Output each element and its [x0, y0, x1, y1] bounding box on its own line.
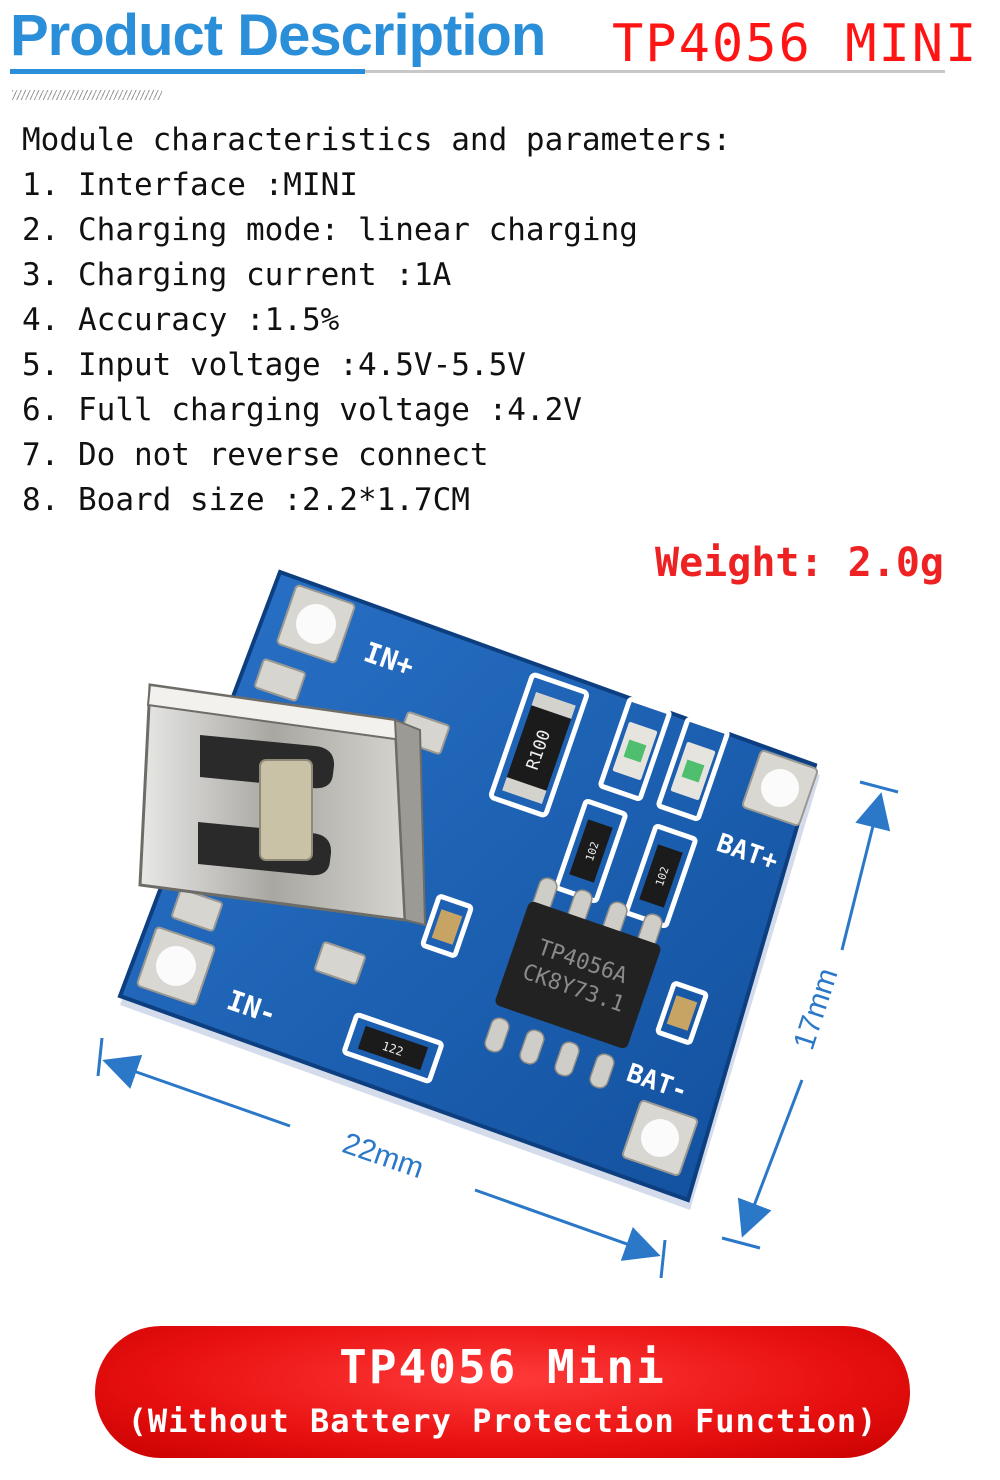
- spec-item: 3. Charging current :1A: [22, 257, 452, 293]
- spec-heading: Module characteristics and parameters:: [22, 122, 732, 158]
- footer-title: TP4056 Mini: [339, 1340, 666, 1394]
- smd-marking-b: 102: [653, 865, 672, 888]
- smd-resistor-b: 102: [639, 844, 683, 908]
- silkscreen-outlines: [342, 672, 730, 1084]
- board-illustration: R100 102 102 122 TP4: [96, 569, 899, 1279]
- dimension-height: [721, 780, 899, 1250]
- product-code: TP4056 MINI: [612, 14, 979, 74]
- smd-resistor-c: 122: [357, 1025, 429, 1071]
- footer-banner: TP4056 Mini (Without Battery Protection …: [95, 1326, 910, 1458]
- spec-item: 5. Input voltage :4.5V-5.5V: [22, 347, 526, 383]
- spec-item: 2. Charging mode: linear charging: [22, 212, 638, 248]
- smd-marking-c: 122: [380, 1039, 405, 1059]
- spec-item: 6. Full charging voltage :4.2V: [22, 392, 582, 428]
- mini-usb-connector: [138, 658, 450, 985]
- footer-subtitle: (Without Battery Protection Function): [127, 1402, 878, 1440]
- smd-resistor-a: 102: [569, 819, 613, 883]
- smd-marking-a: 102: [583, 840, 602, 863]
- page-title: Product Description: [10, 3, 546, 68]
- dimension-height-label: 17mm: [787, 964, 844, 1053]
- header-divider-accent: [10, 69, 365, 74]
- spec-item: 1. Interface :MINI: [22, 167, 358, 203]
- header-divider: [10, 70, 945, 73]
- spec-list: Module characteristics and parameters: 1…: [22, 118, 731, 523]
- dimension-width: [96, 1037, 667, 1279]
- ic-chip: TP4056A CK8Y73.1: [484, 877, 663, 1089]
- weight-label: Weight: 2.0g: [655, 540, 944, 586]
- mounting-pad-in-minus: [136, 926, 216, 1006]
- mounting-pad-bat-minus: [621, 1099, 699, 1177]
- smd-capacitors: [431, 909, 698, 1031]
- spec-item: 8. Board size :2.2*1.7CM: [22, 482, 470, 518]
- spec-item: 4. Accuracy :1.5%: [22, 302, 340, 338]
- mounting-pad-in-plus: [276, 584, 356, 664]
- mounting-pad-bat-plus: [741, 749, 819, 827]
- resistor-component: R100: [502, 691, 576, 805]
- dimension-width-label: 22mm: [338, 1127, 428, 1185]
- spec-item: 7. Do not reverse connect: [22, 437, 489, 473]
- header-hatch-decoration: [12, 90, 162, 100]
- led-indicators: [612, 722, 716, 800]
